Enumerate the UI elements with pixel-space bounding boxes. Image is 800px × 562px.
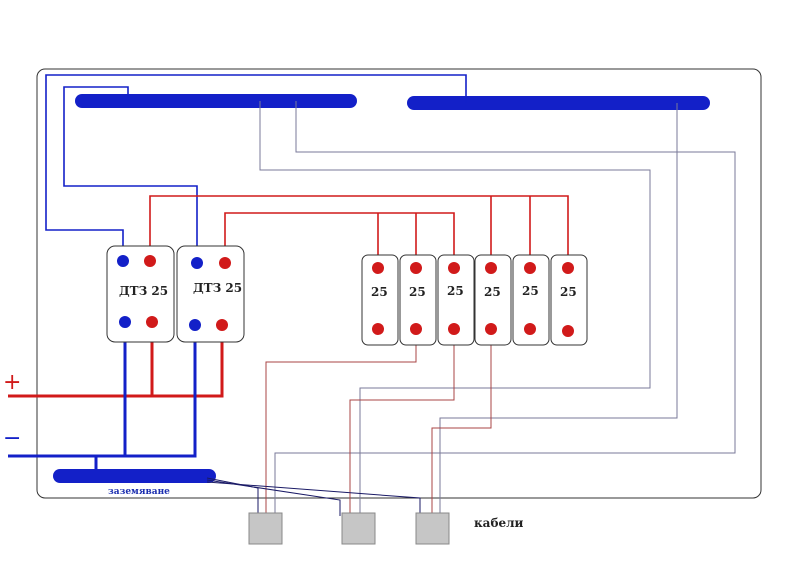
breaker-1: 25 — [361, 254, 399, 346]
breaker-3: 25 — [437, 254, 475, 346]
minus-sign: − — [3, 426, 21, 451]
rcd-1-label: ДТЗ 25 — [119, 284, 168, 298]
rcd-device-1: ДТЗ 25 — [106, 245, 175, 343]
cable-terminals — [248, 512, 450, 545]
neutral-wires-thin — [45, 74, 467, 262]
plus-sign: + — [3, 370, 21, 395]
rcd-2-label: ДТЗ 25 — [193, 281, 242, 295]
breaker-4-label: 25 — [484, 285, 501, 299]
panel-enclosure — [36, 68, 762, 499]
grounding-label: заземяване — [108, 487, 170, 497]
breaker-3-label: 25 — [447, 284, 464, 298]
breaker-5-label: 25 — [522, 284, 539, 298]
breaker-2-label: 25 — [409, 285, 426, 299]
cable-wires-phase — [265, 330, 492, 516]
cable-terminal-1 — [248, 512, 283, 545]
supply-wires — [8, 322, 224, 470]
breaker-4: 25 — [474, 254, 512, 346]
cable-wires-neutral — [259, 101, 736, 516]
cable-terminal-3 — [415, 512, 450, 545]
cable-terminal-2 — [341, 512, 376, 545]
breaker-2: 25 — [399, 254, 437, 346]
breaker-6-label: 25 — [560, 285, 577, 299]
rcd-device-2: ДТЗ 25 — [176, 245, 245, 343]
cables-label: кабели — [474, 516, 524, 530]
breaker-5: 25 — [512, 254, 550, 346]
breaker-1-label: 25 — [371, 285, 388, 299]
breaker-6: 25 — [550, 254, 588, 346]
ground-wires — [206, 477, 421, 516]
